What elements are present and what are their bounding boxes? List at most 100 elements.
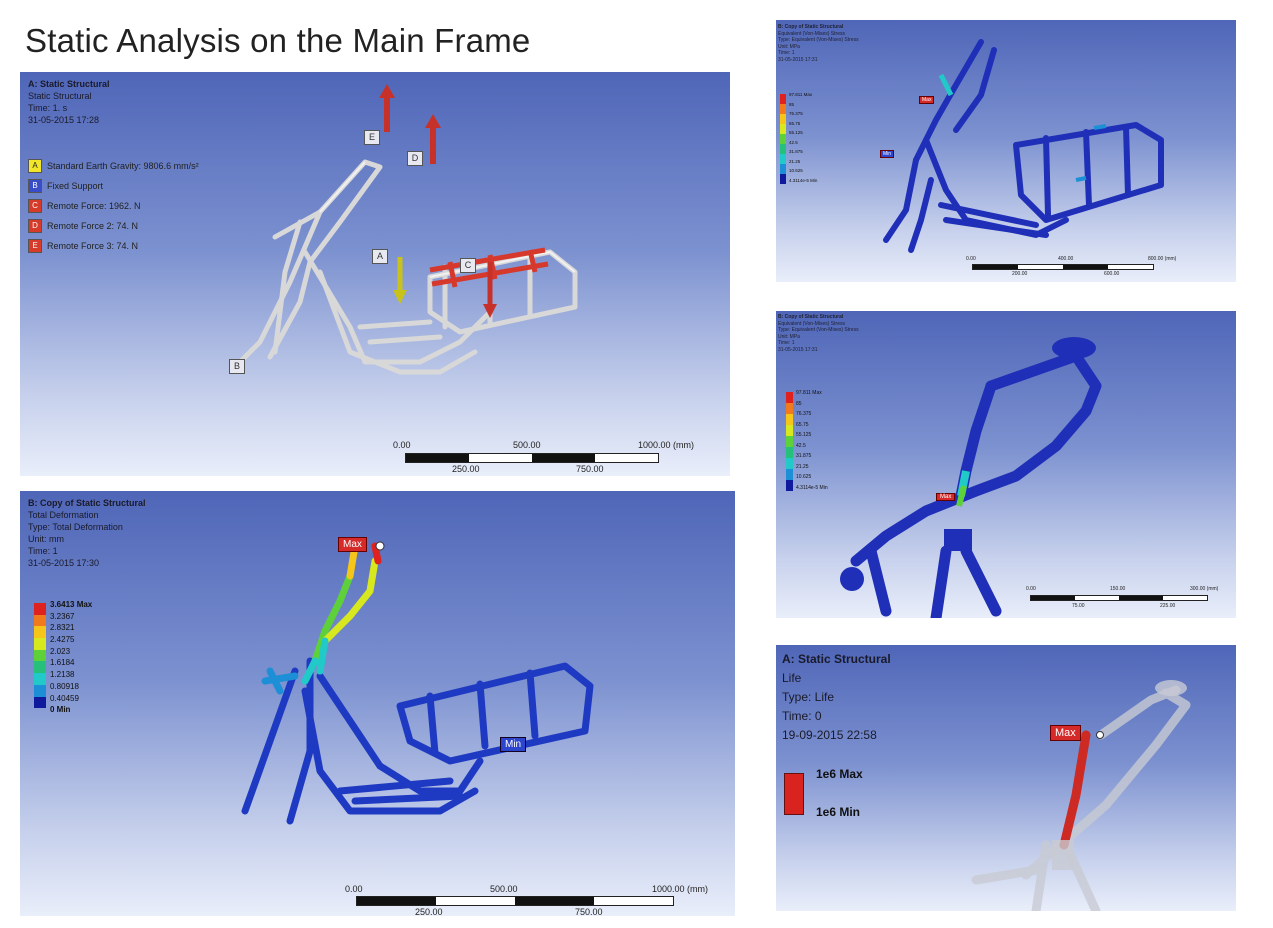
- panel-life: A: Static Structural Life Type: Life Tim…: [776, 645, 1236, 911]
- colorbar-labels-deformation: 3.6413 Max 3.2367 2.8321 2.4275 2.023 1.…: [50, 599, 92, 716]
- callout-b: B: [229, 359, 245, 374]
- scale-label-75: 75.00: [1072, 603, 1085, 609]
- panel-static-structural: A: Static Structural Static Structural T…: [20, 72, 730, 476]
- colorbar-deformation: [34, 603, 46, 709]
- legend-key-d: D: [28, 219, 42, 233]
- max-tag-pin-icon: [1096, 731, 1104, 739]
- legend-label-remote-force-2: Remote Force 2: 74. N: [47, 221, 139, 231]
- colorbar-seg: [34, 638, 46, 650]
- colorbar-label: 85: [789, 101, 795, 107]
- scale-label-200: 200.00: [1012, 271, 1028, 277]
- colorbar-seg: [780, 134, 786, 144]
- panel-b-time: Time: 1: [28, 546, 58, 556]
- colorbar-label: 65.75: [796, 421, 809, 428]
- colorbar-seg: [34, 673, 46, 685]
- colorbar-label: 10.625: [796, 474, 812, 480]
- colorbar-seg: [780, 114, 786, 124]
- colorbar-label: 3.2367: [50, 611, 75, 621]
- colorbar-label: 1.6184: [50, 658, 75, 668]
- colorbar-seg: [780, 154, 786, 164]
- scale-label-500: 500.00: [490, 884, 518, 894]
- panel-e-result: Life: [782, 671, 802, 685]
- colorbar-seg: [780, 164, 786, 174]
- colorbar-label: 42.5: [796, 442, 806, 449]
- panel-d-date: 31-05-2015 17:31: [778, 346, 818, 353]
- colorbar-label: 21.25: [789, 158, 801, 164]
- colorbar-label: 76.375: [796, 411, 812, 417]
- colorbar-seg: [34, 684, 46, 697]
- panel-e-time: Time: 0: [782, 709, 822, 723]
- colorbar-stress: [780, 94, 786, 184]
- colorbar-label: 4.3114e-5 Min: [796, 484, 828, 491]
- colorbar-label: 1.2138: [50, 670, 75, 680]
- colorbar-seg: [780, 124, 786, 134]
- legend-label-fixed-support: Fixed Support: [47, 181, 104, 191]
- legend-label-gravity: Standard Earth Gravity: 9806.6 mm/s²: [47, 161, 199, 171]
- scale-label-0: 0.00: [1026, 586, 1036, 592]
- panel-a-legend: A Standard Earth Gravity: 9806.6 mm/s² B…: [28, 156, 199, 256]
- panel-b-header: B: Copy of Static Structural Total Defor…: [28, 497, 146, 569]
- legend-label-remote-force: Remote Force: 1962. N: [47, 201, 141, 211]
- colorbar-labels-stress-detail: 97.811 Max 85 76.375 65.75 55.125 42.5 3…: [796, 388, 828, 493]
- panel-d-title: B: Copy of Static Structural: [778, 314, 844, 320]
- legend-row-remote-force-2: D Remote Force 2: 74. N: [28, 216, 199, 236]
- colorbar-seg: [786, 458, 793, 469]
- colorbar-label: 31.875: [789, 149, 803, 154]
- scale-label-750: 750.00: [575, 907, 603, 916]
- legend-key-e: E: [28, 239, 42, 253]
- life-legend-max: 1e6 Max: [816, 767, 863, 781]
- colorbar-label: 0 Min: [50, 705, 71, 715]
- colorbar-label: 10.625: [789, 168, 803, 173]
- panel-e-type: Type: Life: [782, 690, 835, 704]
- scale-label-300: 300.00 (mm): [1190, 586, 1219, 592]
- panel-b-result: Total Deformation: [28, 510, 99, 520]
- max-tag: Max: [338, 537, 367, 552]
- colorbar-label: 76.375: [789, 111, 803, 116]
- legend-key-c: C: [28, 199, 42, 213]
- panel-a-header: A: Static Structural Static Structural T…: [28, 78, 110, 126]
- colorbar-seg: [780, 94, 786, 104]
- frame-model-stress: [883, 39, 1164, 253]
- panel-a-title: A: Static Structural: [28, 79, 110, 89]
- scale-label-750: 750.00: [576, 464, 604, 474]
- scale-label-1000: 1000.00 (mm): [652, 884, 709, 894]
- colorbar-label: 0.80918: [50, 681, 79, 691]
- legend-key-a: A: [28, 159, 42, 173]
- max-tag: Max: [1050, 725, 1081, 741]
- legend-row-fixed-support: B Fixed Support: [28, 176, 199, 196]
- scale-label-250: 250.00: [415, 907, 443, 916]
- panel-b-type: Type: Total Deformation: [28, 522, 123, 532]
- colorbar-seg: [34, 603, 46, 615]
- colorbar-seg: [780, 174, 786, 184]
- colorbar-labels-stress: 97.811 Max 85 76.375 65.75 55.125 42.5 3…: [789, 90, 817, 185]
- colorbar-label: 2.4275: [50, 635, 75, 645]
- colorbar-seg: [786, 469, 793, 480]
- panel-c-result: Equivalent (Von-Mises) Stress: [778, 30, 845, 37]
- panel-d-result: Equivalent (Von-Mises) Stress: [778, 320, 845, 327]
- colorbar-seg: [34, 614, 46, 627]
- colorbar-seg: [786, 425, 793, 436]
- colorbar-label: 0.40459: [50, 693, 79, 703]
- colorbar-seg: [34, 661, 46, 674]
- scale-label-225: 225.00: [1160, 603, 1176, 609]
- colorbar-seg: [786, 403, 793, 414]
- colorbar-seg: [780, 144, 786, 154]
- scale-bar: [972, 264, 1154, 270]
- colorbar-seg: [786, 392, 793, 403]
- life-legend-swatch: [784, 773, 804, 815]
- colorbar-stress-detail: [786, 392, 793, 491]
- panel-b-date: 31-05-2015 17:30: [28, 558, 100, 568]
- colorbar-seg: [34, 626, 46, 639]
- colorbar-seg: [34, 696, 46, 709]
- max-tag: Max: [936, 493, 956, 501]
- scale-label-600: 600.00: [1104, 271, 1120, 277]
- colorbar-seg: [786, 447, 793, 458]
- panel-b-unit: Unit: mm: [28, 534, 64, 544]
- scale-label-500: 500.00: [513, 440, 541, 450]
- colorbar-label: 2.023: [50, 646, 71, 656]
- colorbar-label: 3.6413 Max: [50, 600, 93, 609]
- panel-a-subtitle: Static Structural: [28, 91, 92, 101]
- slide-title: Static Analysis on the Main Frame: [25, 22, 531, 59]
- colorbar-label: 85: [796, 400, 802, 407]
- scale-bar: [356, 896, 674, 906]
